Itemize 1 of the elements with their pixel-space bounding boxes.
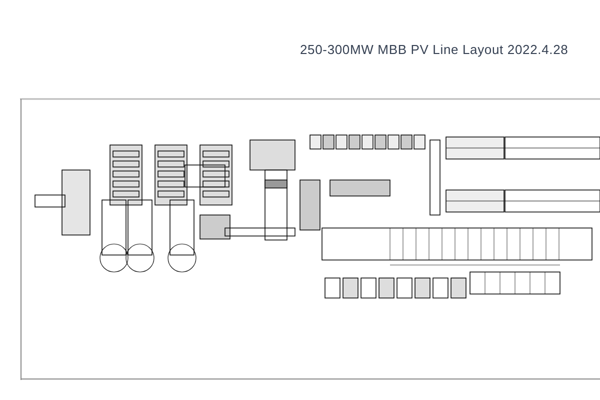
drawing-title: 250-300MW MBB PV Line Layout 2022.4.28 [300, 41, 568, 59]
